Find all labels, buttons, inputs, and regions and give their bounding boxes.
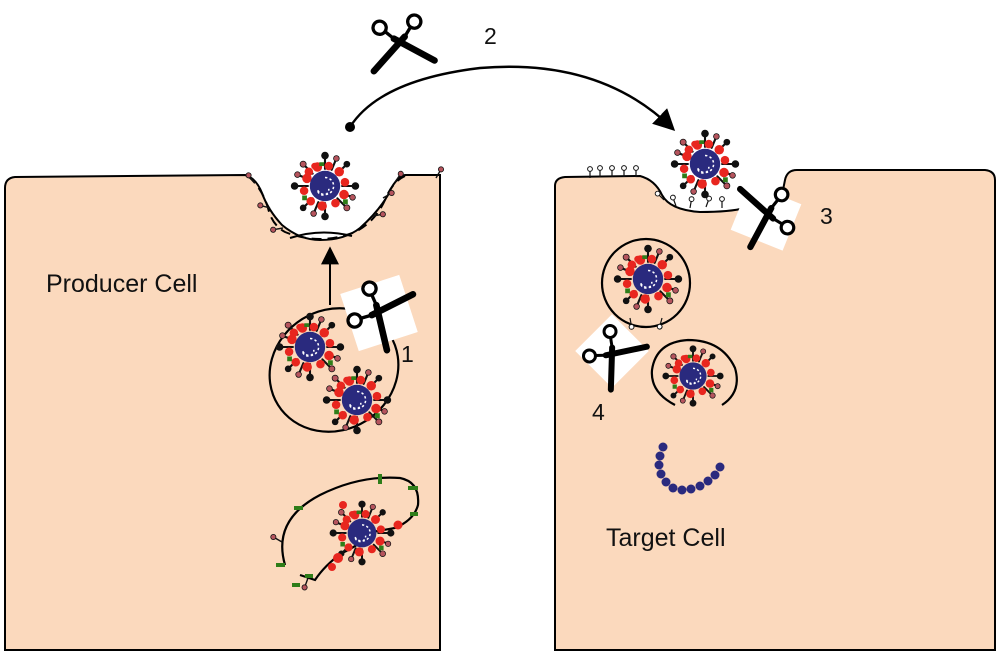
target-cell: 3 4 Target Cell	[554, 128, 996, 651]
released-genome	[654, 442, 725, 495]
assembly-compartment	[269, 474, 420, 592]
attaching-virus	[669, 128, 741, 200]
fusing-virus	[661, 344, 725, 408]
budding-membrane	[247, 175, 406, 240]
producer-cell-label: Producer Cell	[46, 270, 197, 298]
target-cell-label: Target Cell	[606, 524, 726, 552]
step-label: 3	[820, 203, 833, 229]
transfer-arrow: 2	[345, 13, 676, 132]
fusing-endosome	[650, 338, 738, 406]
step-label: 4	[592, 399, 605, 425]
budding-virus	[289, 150, 361, 222]
scissors-icon	[365, 13, 434, 71]
protease-cleavage-4: 4	[575, 314, 649, 425]
protease-cleavage-1: 1	[340, 274, 418, 367]
producer-cell: 1 Producer Cell	[4, 150, 446, 651]
vesicle-virus	[274, 311, 346, 383]
protease-cleavage-3: 3	[730, 181, 833, 251]
step-label: 2	[484, 23, 497, 49]
endosome-virus	[612, 243, 684, 315]
step-label: 1	[401, 341, 414, 367]
vesicle-virus	[321, 364, 393, 436]
endosome	[600, 237, 692, 329]
